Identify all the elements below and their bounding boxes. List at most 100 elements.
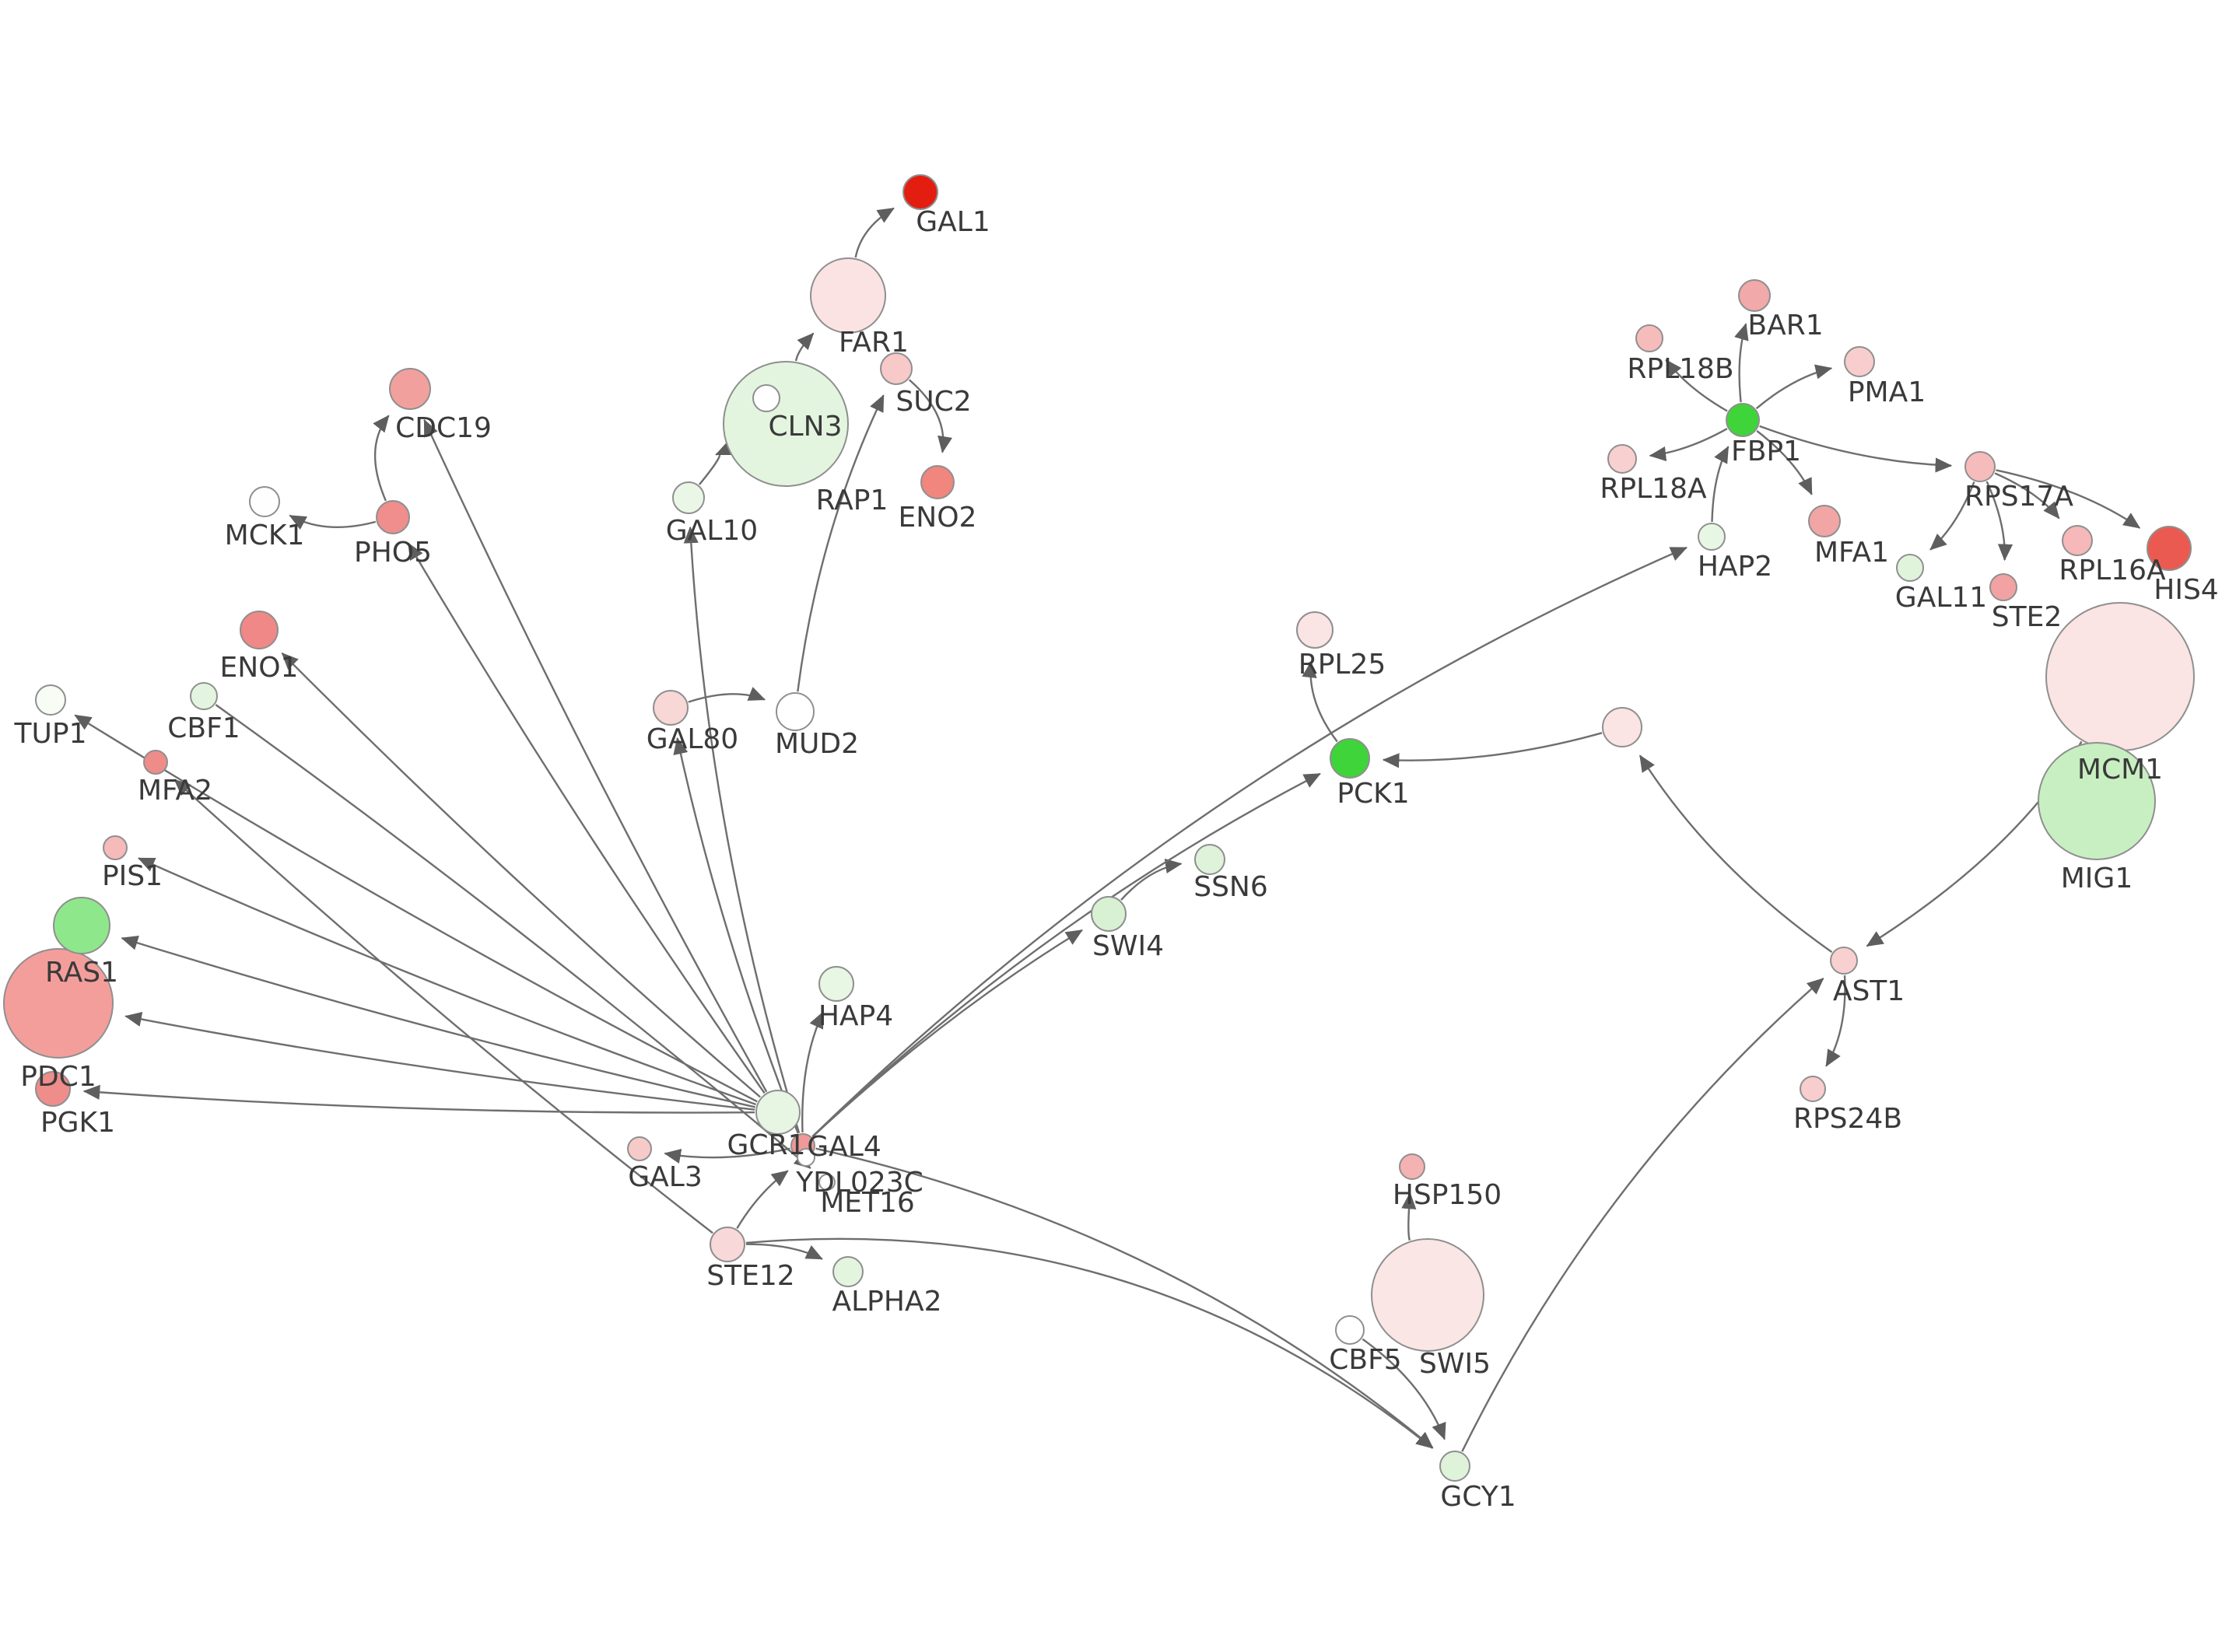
edge-rps17a-gal11[interactable] bbox=[1929, 481, 1975, 551]
node-pgk1[interactable] bbox=[35, 1071, 71, 1107]
edge-rps17a-his4[interactable] bbox=[1996, 469, 2141, 529]
edge-gcr1-ras1[interactable] bbox=[121, 935, 755, 1108]
edge-gcr1-eno1[interactable] bbox=[281, 652, 761, 1098]
node-gal11[interactable] bbox=[1896, 554, 1924, 582]
edge-ste12-alpha2[interactable] bbox=[745, 1243, 823, 1260]
node-suc2[interactable] bbox=[880, 352, 913, 385]
edge-far1-gal1[interactable] bbox=[854, 207, 895, 258]
node-met16[interactable] bbox=[818, 1174, 836, 1191]
node-hap2[interactable] bbox=[1698, 523, 1726, 551]
edge-rps17a-rpl16a[interactable] bbox=[1994, 472, 2060, 520]
node-alpha2[interactable] bbox=[832, 1256, 864, 1287]
node-his4[interactable] bbox=[2147, 526, 2192, 571]
node-gal3[interactable] bbox=[627, 1136, 652, 1161]
edge-cln3-far1[interactable] bbox=[794, 332, 815, 362]
node-swi4[interactable] bbox=[1091, 896, 1127, 932]
node-unlabeled[interactable] bbox=[1602, 707, 1642, 747]
node-cbf5[interactable] bbox=[1335, 1315, 1365, 1345]
node-mfa2[interactable] bbox=[143, 750, 168, 775]
edge-cbf5-gcy1[interactable] bbox=[1362, 1338, 1446, 1440]
node-rps24b[interactable] bbox=[1800, 1076, 1826, 1102]
edge-mud2-suc2[interactable] bbox=[797, 394, 885, 692]
node-rpl18a[interactable] bbox=[1607, 444, 1637, 474]
node-pma1[interactable] bbox=[1844, 346, 1875, 377]
node-pis1[interactable] bbox=[103, 835, 128, 860]
edge-gal4-gal10[interactable] bbox=[683, 526, 801, 1134]
node-cdc19[interactable] bbox=[389, 368, 431, 410]
node-bar1[interactable] bbox=[1738, 279, 1771, 312]
node-rpl16a[interactable] bbox=[2062, 525, 2093, 556]
node-mud2[interactable] bbox=[776, 692, 815, 731]
node-pho5[interactable] bbox=[376, 500, 410, 534]
edge-ste12-gcy1[interactable] bbox=[745, 1237, 1434, 1449]
edge-ste12-mfa2[interactable] bbox=[173, 779, 713, 1234]
node-far1[interactable] bbox=[810, 257, 886, 334]
edge-gal80-mud2[interactable] bbox=[688, 687, 766, 703]
edge-fbp1-rpl18a[interactable] bbox=[1649, 428, 1728, 462]
edge-ast1-node1[interactable] bbox=[1638, 754, 1833, 954]
edge-node1-pck1[interactable] bbox=[1382, 732, 1603, 768]
node-gal10[interactable] bbox=[672, 481, 705, 514]
edge-pho5-mck1[interactable] bbox=[289, 514, 377, 530]
edge-gal4-gcy1[interactable] bbox=[815, 1147, 1434, 1449]
edge-hap2-fbp1[interactable] bbox=[1711, 446, 1730, 523]
edge-ste12-ydl023c[interactable] bbox=[736, 1170, 789, 1230]
edge-fbp1-rpl18b[interactable] bbox=[1665, 359, 1728, 412]
edge-gal4-pck1[interactable] bbox=[811, 772, 1321, 1138]
edge-fbp1-bar1[interactable] bbox=[1734, 323, 1749, 403]
edge-swi4-ssn6[interactable] bbox=[1120, 859, 1183, 901]
node-rpl18b[interactable] bbox=[1635, 324, 1663, 352]
edge-gal4-gal3[interactable] bbox=[664, 1147, 790, 1164]
edge-cbf1-met16[interactable] bbox=[215, 704, 811, 1169]
edge-gcr1-tup1[interactable] bbox=[74, 714, 758, 1103]
node-ste2[interactable] bbox=[1989, 573, 2017, 601]
edge-swi5-hsp150[interactable] bbox=[1401, 1192, 1417, 1241]
node-ydl023c[interactable] bbox=[797, 1148, 815, 1167]
node-swi5[interactable] bbox=[1371, 1238, 1484, 1352]
node-eno1[interactable] bbox=[240, 611, 279, 649]
node-mcm1[interactable] bbox=[2045, 602, 2195, 751]
node-pck1[interactable] bbox=[1330, 738, 1370, 779]
node-rpl25[interactable] bbox=[1296, 611, 1334, 649]
edge-gal4-hap2[interactable] bbox=[811, 546, 1688, 1138]
edge-gcr1-pis1[interactable] bbox=[138, 857, 757, 1106]
node-gcr1[interactable] bbox=[755, 1090, 801, 1135]
edge-fbp1-pma1[interactable] bbox=[1755, 364, 1833, 410]
node-ast1[interactable] bbox=[1830, 947, 1858, 975]
edge-pho5-cdc19[interactable] bbox=[373, 415, 390, 502]
node-rps17a[interactable] bbox=[1964, 451, 1996, 482]
node-ste12[interactable] bbox=[710, 1227, 745, 1262]
node-pdc1[interactable] bbox=[3, 948, 114, 1059]
node-eno2[interactable] bbox=[920, 465, 955, 499]
edge-gcy1-ast1[interactable] bbox=[1461, 978, 1824, 1452]
edge-gal4-swi4[interactable] bbox=[811, 929, 1083, 1138]
node-gal1[interactable] bbox=[902, 174, 938, 210]
node-hap4[interactable] bbox=[818, 966, 854, 1002]
edge-rps17a-ste2[interactable] bbox=[1985, 481, 2013, 562]
node-tup1[interactable] bbox=[35, 684, 66, 716]
edge-gcr1-pgk1[interactable] bbox=[82, 1084, 755, 1114]
node-mck1[interactable] bbox=[249, 486, 280, 517]
node-hsp150[interactable] bbox=[1399, 1153, 1425, 1180]
node-mfa1[interactable] bbox=[1808, 505, 1841, 537]
edge-suc2-eno2[interactable] bbox=[908, 379, 953, 453]
edge-gal10-cln3[interactable] bbox=[698, 441, 734, 485]
node-rap1[interactable] bbox=[752, 384, 780, 412]
edge-gcr1-cdc19[interactable] bbox=[423, 418, 768, 1093]
edge-gal4-hap4[interactable] bbox=[801, 1011, 825, 1133]
node-fbp1[interactable] bbox=[1726, 403, 1760, 437]
node-cbf1[interactable] bbox=[190, 682, 218, 710]
edge-gal4-gal80[interactable] bbox=[673, 737, 799, 1134]
edge-gcr1-pdc1[interactable] bbox=[124, 1012, 755, 1111]
edge-fbp1-rps17a[interactable] bbox=[1759, 425, 1953, 473]
node-gal80[interactable] bbox=[653, 690, 689, 726]
node-ras1[interactable] bbox=[53, 897, 110, 954]
edge-gcr1-pho5[interactable] bbox=[407, 542, 766, 1094]
node-gcy1[interactable] bbox=[1439, 1451, 1470, 1482]
node-label-swi5: SWI5 bbox=[1419, 1348, 1491, 1380]
node-mig1[interactable] bbox=[2038, 742, 2156, 860]
edge-ast1-rps24b[interactable] bbox=[1825, 975, 1846, 1067]
edge-fbp1-mfa1[interactable] bbox=[1756, 430, 1813, 495]
node-ssn6[interactable] bbox=[1194, 844, 1225, 875]
